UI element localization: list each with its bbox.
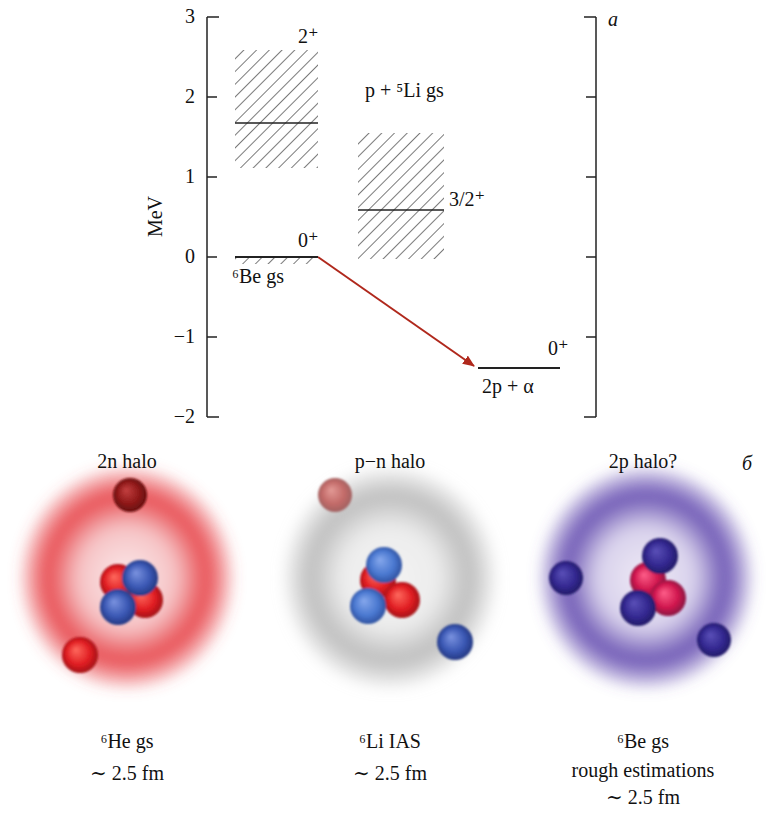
tick-label: 0 [150,245,195,268]
resonance-level-box: 2⁺ [230,25,330,175]
tick-label: 2 [150,85,195,108]
decay-arrow [318,257,474,366]
he6-nucleus-illustration [21,468,233,688]
radius-estimate: ∼ 2.5 fm [518,786,768,809]
tick-label: −2 [150,405,195,428]
nucleus-name: ⁶He gs [2,730,252,753]
spin-parity-label: 2⁺ [298,25,319,48]
channel-label: p + ⁵Li gs [365,79,444,102]
radius-estimate: ∼ 2.5 fm [265,762,515,785]
figure-heading: p−n halo [265,450,515,473]
nucleus-name: ⁶Be gs [518,730,768,753]
figure-heading: 2p halo? [518,450,768,473]
level-shape [230,25,330,175]
threshold-level: 0⁺ 2p + α [470,335,570,410]
be6-nucleus-illustration [540,468,752,688]
energy-axis [207,17,219,417]
panel-letter: a [608,8,638,31]
resonance-level-box: p + ⁵Li gs 3/2⁺ [350,75,490,265]
tick-label: 3 [150,5,195,28]
tick-label: 1 [150,165,195,188]
note: rough estimations [518,759,768,782]
spin-parity-label: 3/2⁺ [449,188,485,211]
axis-title: MeV [144,192,167,242]
spin-parity-label: 0⁺ [298,229,319,252]
nucleus-figure: 2n halo ⁶He gs ∼ 2.5 fm [2,450,252,795]
li6-nucleus-illustration [284,468,496,688]
nucleus-figure: 2p halo? ⁶Be gs rough estimations ∼ 2.5 fm [521,450,771,810]
radius-estimate: ∼ 2.5 fm [2,762,252,785]
figure-heading: 2n halo [2,450,252,473]
channel-label: 2p + α [482,375,534,398]
panel-letter: б [742,452,772,475]
level-name: ⁶Be gs [232,265,284,288]
nucleus-name: ⁶Li IAS [265,730,515,753]
ground-state-level: 0⁺ ⁶Be gs [230,225,330,290]
tick-label: −1 [150,325,195,348]
spin-parity-label: 0⁺ [548,337,569,360]
right-axis-bracket [584,17,596,417]
nucleus-figure: p−n halo ⁶Li IAS ∼ 2.5 fm [265,450,515,795]
level-shape [350,75,490,265]
